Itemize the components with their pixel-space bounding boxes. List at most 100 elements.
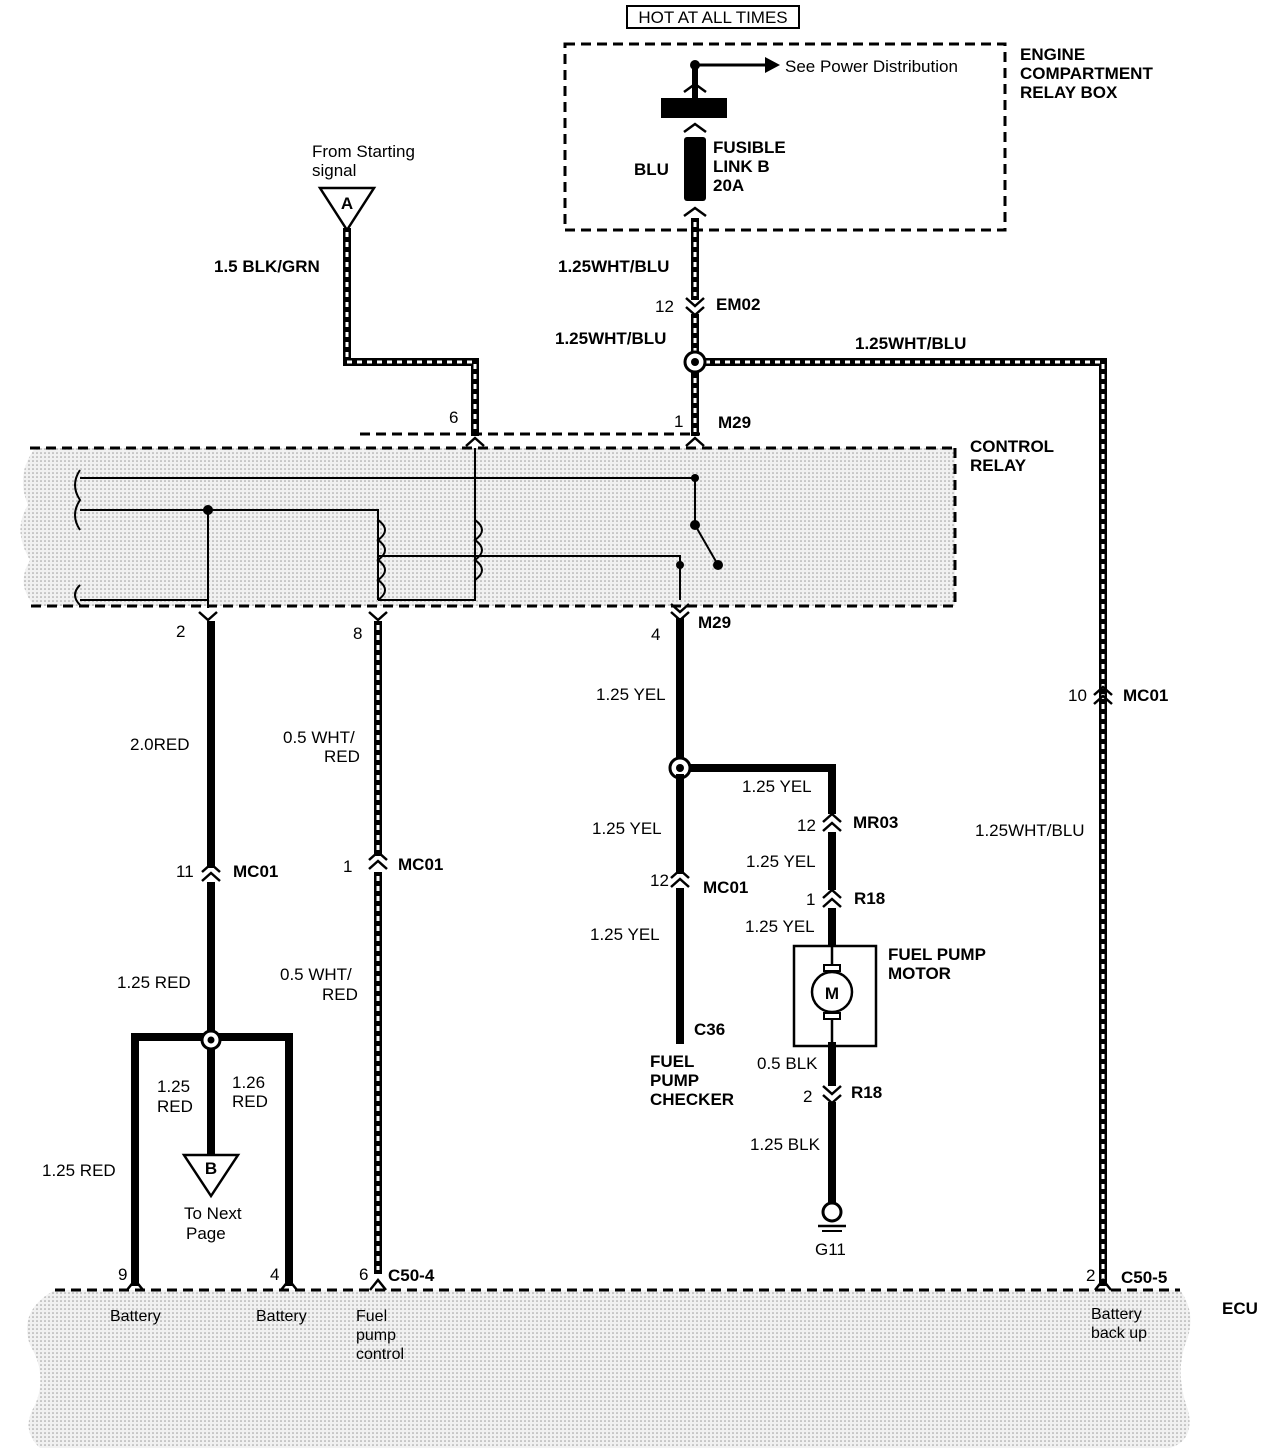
mr03-label: MR03 bbox=[853, 813, 898, 832]
wire-label: 1.25 YEL bbox=[590, 925, 660, 944]
connector-icon bbox=[126, 1277, 144, 1291]
wire-label: 0.5 WHT/ RED bbox=[280, 965, 358, 1004]
terminal-b: B bbox=[205, 1159, 217, 1178]
connector-icon bbox=[368, 611, 388, 622]
mc01-a-label: MC01 bbox=[233, 862, 278, 881]
control-relay-body bbox=[20, 448, 956, 606]
fusible-link-icon bbox=[684, 137, 706, 201]
motor-symbol: M bbox=[825, 984, 839, 1003]
to-next-page: To Next Page bbox=[184, 1204, 246, 1243]
wire-label: 1.25 YEL bbox=[596, 685, 666, 704]
wire-label: 1.25 YEL bbox=[745, 917, 815, 936]
connector-icon bbox=[1094, 1277, 1112, 1291]
mc01-c-pin: 12 bbox=[650, 871, 669, 890]
m29-pin-8: 8 bbox=[353, 624, 362, 643]
wire-label: 1.25 BLK bbox=[750, 1135, 821, 1154]
ecu-battery-backup: Battery back up bbox=[1091, 1306, 1147, 1342]
fusible-wire-label: BLU bbox=[634, 160, 669, 179]
r18-a-pin: 1 bbox=[806, 890, 815, 909]
mc01-connector-icon bbox=[201, 862, 221, 882]
wire-label: 1.25 YEL bbox=[742, 777, 812, 796]
mc01-d-label: MC01 bbox=[1123, 686, 1168, 705]
relay-box-label: ENGINE COMPARTMENT RELAY BOX bbox=[1020, 45, 1158, 102]
c50-5-label: C50-5 bbox=[1121, 1268, 1167, 1287]
mc01-d-pin: 10 bbox=[1068, 686, 1087, 705]
ecu-pin-4: 4 bbox=[270, 1265, 279, 1284]
r18-connector-icon bbox=[822, 888, 842, 908]
terminal-a-icon bbox=[317, 186, 377, 233]
wire-blk-grn bbox=[343, 228, 479, 436]
fusible-link-label: FUSIBLE LINK B 20A bbox=[713, 138, 790, 195]
m29-top-pin: 1 bbox=[674, 412, 683, 431]
c50-5-pin: 2 bbox=[1086, 1266, 1095, 1285]
control-relay-label: CONTROL RELAY bbox=[970, 437, 1058, 475]
relay-switch-pivot bbox=[690, 520, 700, 530]
m29-pin-2: 2 bbox=[176, 622, 185, 641]
terminal-a: A bbox=[341, 194, 353, 213]
c36-label: C36 bbox=[694, 1020, 725, 1039]
wire-label: 1.25 RED bbox=[42, 1161, 116, 1180]
mc01-connector-icon bbox=[670, 868, 690, 888]
connector-icon bbox=[198, 611, 218, 622]
terminal-b-icon bbox=[181, 1153, 241, 1199]
wire-label: 0.5 WHT/ RED bbox=[283, 728, 360, 766]
m29-top-label: M29 bbox=[718, 413, 751, 432]
arrow-right-icon bbox=[765, 57, 780, 73]
m29-pin-4: 4 bbox=[651, 625, 660, 644]
wire-label: 1.25 YEL bbox=[592, 819, 662, 838]
title-box bbox=[626, 5, 800, 29]
relay-switch-contact bbox=[713, 560, 723, 570]
c50-4-label: C50-4 bbox=[388, 1266, 435, 1285]
r18-a-label: R18 bbox=[854, 889, 885, 908]
connector-icon bbox=[369, 1277, 387, 1291]
connector-icon bbox=[683, 82, 707, 94]
ecu-battery-2: Battery bbox=[256, 1308, 307, 1325]
mc01-connector-icon bbox=[1093, 685, 1113, 705]
wire-label: 1.25WHT/BLU bbox=[975, 821, 1085, 840]
wire-label: 1.25 RED bbox=[117, 973, 191, 992]
connector-icon bbox=[683, 122, 707, 134]
wire-label: 2.0RED bbox=[130, 735, 190, 754]
wire-yel-to-pump bbox=[676, 764, 836, 814]
wire-label: 1.25WHT/BLU bbox=[855, 334, 966, 353]
ecu-label: ECU bbox=[1222, 1299, 1258, 1318]
r18-b-pin: 2 bbox=[803, 1087, 812, 1106]
em02-pin: 12 bbox=[655, 297, 674, 316]
wire-label: 1.5 BLK/GRN bbox=[214, 257, 320, 276]
fuel-pump-motor-label: FUEL PUMP MOTOR bbox=[888, 945, 990, 983]
wire-label: 1.25WHT/BLU bbox=[558, 257, 669, 276]
ecu-fuel-pump-control: Fuel pump control bbox=[356, 1308, 404, 1363]
connector-icon bbox=[465, 436, 485, 447]
r18-connector-icon bbox=[822, 1085, 842, 1105]
ground-icon bbox=[821, 1201, 843, 1223]
em02-label: EM02 bbox=[716, 295, 760, 314]
fuse-block bbox=[661, 98, 727, 118]
fuel-pump-checker-label: FUEL PUMP CHECKER bbox=[650, 1052, 734, 1109]
connector-icon bbox=[280, 1277, 298, 1291]
wire-label: 1.25WHT/BLU bbox=[555, 329, 666, 348]
mr03-connector-icon bbox=[822, 812, 842, 832]
ecu-pin-9: 9 bbox=[118, 1265, 127, 1284]
em02-connector-icon bbox=[685, 297, 705, 317]
wire-label: 1.26 RED bbox=[232, 1073, 270, 1111]
wire-label: 1.25 YEL bbox=[746, 852, 816, 871]
relay-box-outline bbox=[563, 42, 1007, 232]
mc01-c-label: MC01 bbox=[703, 878, 748, 897]
relay-pin-6: 6 bbox=[449, 408, 458, 427]
see-power-distribution: See Power Distribution bbox=[785, 57, 958, 76]
c50-4-pin: 6 bbox=[359, 1265, 368, 1284]
connector-icon bbox=[685, 436, 705, 447]
mc01-a-pin: 11 bbox=[176, 862, 194, 881]
mc01-b-label: MC01 bbox=[398, 855, 443, 874]
connector-icon bbox=[683, 206, 707, 218]
mr03-pin: 12 bbox=[797, 816, 816, 835]
r18-b-label: R18 bbox=[851, 1083, 882, 1102]
m29-bottom-label: M29 bbox=[698, 613, 731, 632]
ground-label: G11 bbox=[815, 1240, 846, 1259]
mc01-connector-icon bbox=[368, 850, 388, 870]
starting-signal-label: From Starting signal bbox=[312, 142, 420, 180]
wire-label: 1.25 RED bbox=[157, 1077, 195, 1116]
wire-label: 0.5 BLK bbox=[757, 1054, 818, 1073]
mc01-b-pin: 1 bbox=[343, 857, 352, 876]
